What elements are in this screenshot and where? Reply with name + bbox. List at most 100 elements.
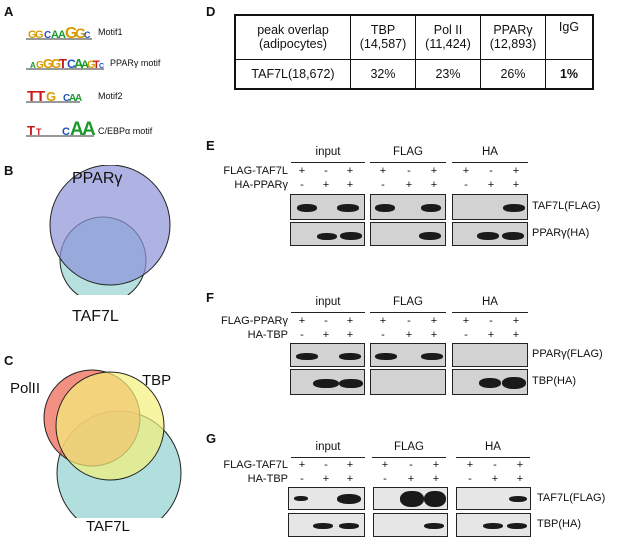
motif1-logo: G G C A A G G C: [26, 25, 92, 40]
blot-g-sign: +: [346, 459, 354, 471]
blot-e-flag-row2: [370, 222, 446, 246]
blot-e-sign: +: [298, 165, 306, 177]
svg-text:T: T: [27, 123, 35, 137]
blot-f-sign: -: [407, 315, 411, 327]
table-cell-tbp: 32%: [350, 58, 416, 90]
svg-text:G: G: [75, 25, 86, 40]
blot-f-input-row1: [290, 343, 365, 367]
blot-e-group-flag: FLAG: [392, 146, 424, 158]
blot-f-sign: -: [489, 315, 493, 327]
blot-e-sign: -: [381, 179, 385, 191]
blot-f-sign: +: [430, 329, 438, 341]
blot-g-sign: -: [409, 459, 413, 471]
ppar-motif-label: PPARγ motif: [110, 58, 161, 68]
blot-g-sign: +: [432, 459, 440, 471]
blot-g-sign: +: [491, 473, 499, 485]
blot-e-sign: -: [300, 179, 304, 191]
venn-c-label-taf7l: TAF7L: [86, 518, 130, 535]
blot-f-group-input: input: [315, 296, 341, 308]
blot-g-sign: +: [298, 459, 306, 471]
venn-diagram-polii-tbp-taf7l: [43, 369, 182, 518]
blot-g-sign: -: [383, 473, 387, 485]
svg-text:G: G: [51, 56, 61, 70]
venn-circle-ppar: [49, 165, 171, 286]
panel-label-d: D: [206, 4, 216, 19]
table-row-label: TAF7L(18,672): [234, 58, 351, 90]
svg-text:G: G: [46, 89, 56, 103]
blot-e-sign: -: [407, 165, 411, 177]
svg-text:C: C: [63, 93, 70, 103]
motif2-label: Motif2: [98, 91, 123, 101]
blot-e-group-ha: HA: [482, 146, 498, 158]
blot-f-sign: +: [379, 315, 387, 327]
blot-f-row-flag-ppar: FLAG-PPARγ: [220, 315, 288, 327]
svg-text:C: C: [62, 126, 70, 137]
blot-g-ha-row1: [456, 487, 531, 510]
venn-b-label-ppar: PPARγ: [72, 170, 123, 187]
blot-g-input-row1: [288, 487, 365, 510]
svg-text:C: C: [99, 63, 104, 70]
blot-e-sign: -: [324, 165, 328, 177]
venn-circle-tbp: [55, 371, 165, 481]
venn-c-label-polii: PolII: [10, 380, 41, 397]
blot-f-sign: +: [322, 329, 330, 341]
blot-g-sign: +: [322, 473, 330, 485]
blot-g-flag-row2: [373, 513, 448, 537]
blot-e-row-ha-ppar: HA-PPARγ: [234, 179, 288, 191]
table-header-igg: IgG: [545, 14, 594, 60]
blot-f-flag-row2: [370, 369, 446, 395]
svg-text:A: A: [75, 93, 82, 103]
blot-g-row-ha-tbp: HA-TBP: [247, 473, 288, 485]
blot-e-band-label-2: PPARγ(HA): [532, 227, 590, 239]
svg-text:C: C: [67, 57, 76, 70]
blot-f-sign: -: [464, 329, 468, 341]
panel-label-g: G: [206, 431, 217, 446]
svg-text:A: A: [70, 119, 84, 137]
blot-g-sign: +: [516, 459, 524, 471]
blot-g-sign: +: [516, 473, 524, 485]
blot-g-input-row2: [288, 513, 365, 537]
blot-f-group-ha: HA: [482, 296, 498, 308]
blot-g-flag-row1: [373, 487, 448, 510]
panel-label-b: B: [4, 163, 14, 178]
blot-g-sign: +: [432, 473, 440, 485]
blot-g-sign: +: [346, 473, 354, 485]
panel-label-f: F: [206, 290, 214, 305]
blot-f-row-ha-tbp: HA-TBP: [247, 329, 288, 341]
svg-text:A: A: [58, 29, 66, 40]
blot-e-row-flag-taf7l: FLAG-TAF7L: [223, 165, 288, 177]
table-header-ppar: PPARγ(12,893): [480, 14, 546, 60]
blot-g-ha-row2: [456, 513, 531, 537]
blot-f-ha-row1: [452, 343, 528, 367]
blot-e-sign: +: [462, 165, 470, 177]
blot-f-flag-row1: [370, 343, 446, 367]
blot-f-sign: +: [346, 315, 354, 327]
blot-e-sign: +: [379, 165, 387, 177]
blot-g-sign: -: [468, 473, 472, 485]
svg-text:G: G: [36, 60, 44, 70]
motif2-logo: T T G C A A: [26, 88, 82, 103]
panel-label-c: C: [4, 353, 14, 368]
blot-f-sign: -: [300, 329, 304, 341]
blot-f-group-flag: FLAG: [392, 296, 424, 308]
blot-g-group-ha: HA: [485, 441, 501, 453]
table-cell-igg: 1%: [545, 58, 594, 90]
svg-text:A: A: [81, 59, 89, 70]
blot-e-sign: +: [346, 179, 354, 191]
blot-g-row-flag-taf7l: FLAG-TAF7L: [223, 459, 288, 471]
blot-f-band-label-1: PPARγ(FLAG): [532, 348, 603, 360]
svg-text:T: T: [36, 88, 45, 103]
svg-text:G: G: [35, 29, 44, 40]
blot-g-band-label-1: TAF7L(FLAG): [537, 492, 606, 504]
blot-e-flag-row1: [370, 194, 446, 220]
blot-f-ha-row2: [452, 369, 528, 395]
blot-g-sign: -: [493, 459, 497, 471]
svg-text:G: G: [28, 29, 37, 40]
svg-text:T: T: [93, 59, 100, 70]
blot-e-sign: +: [405, 179, 413, 191]
blot-f-sign: +: [346, 329, 354, 341]
svg-text:A: A: [51, 29, 59, 40]
blot-f-sign: +: [462, 315, 470, 327]
blot-g-sign: +: [381, 459, 389, 471]
svg-text:G: G: [65, 25, 77, 40]
